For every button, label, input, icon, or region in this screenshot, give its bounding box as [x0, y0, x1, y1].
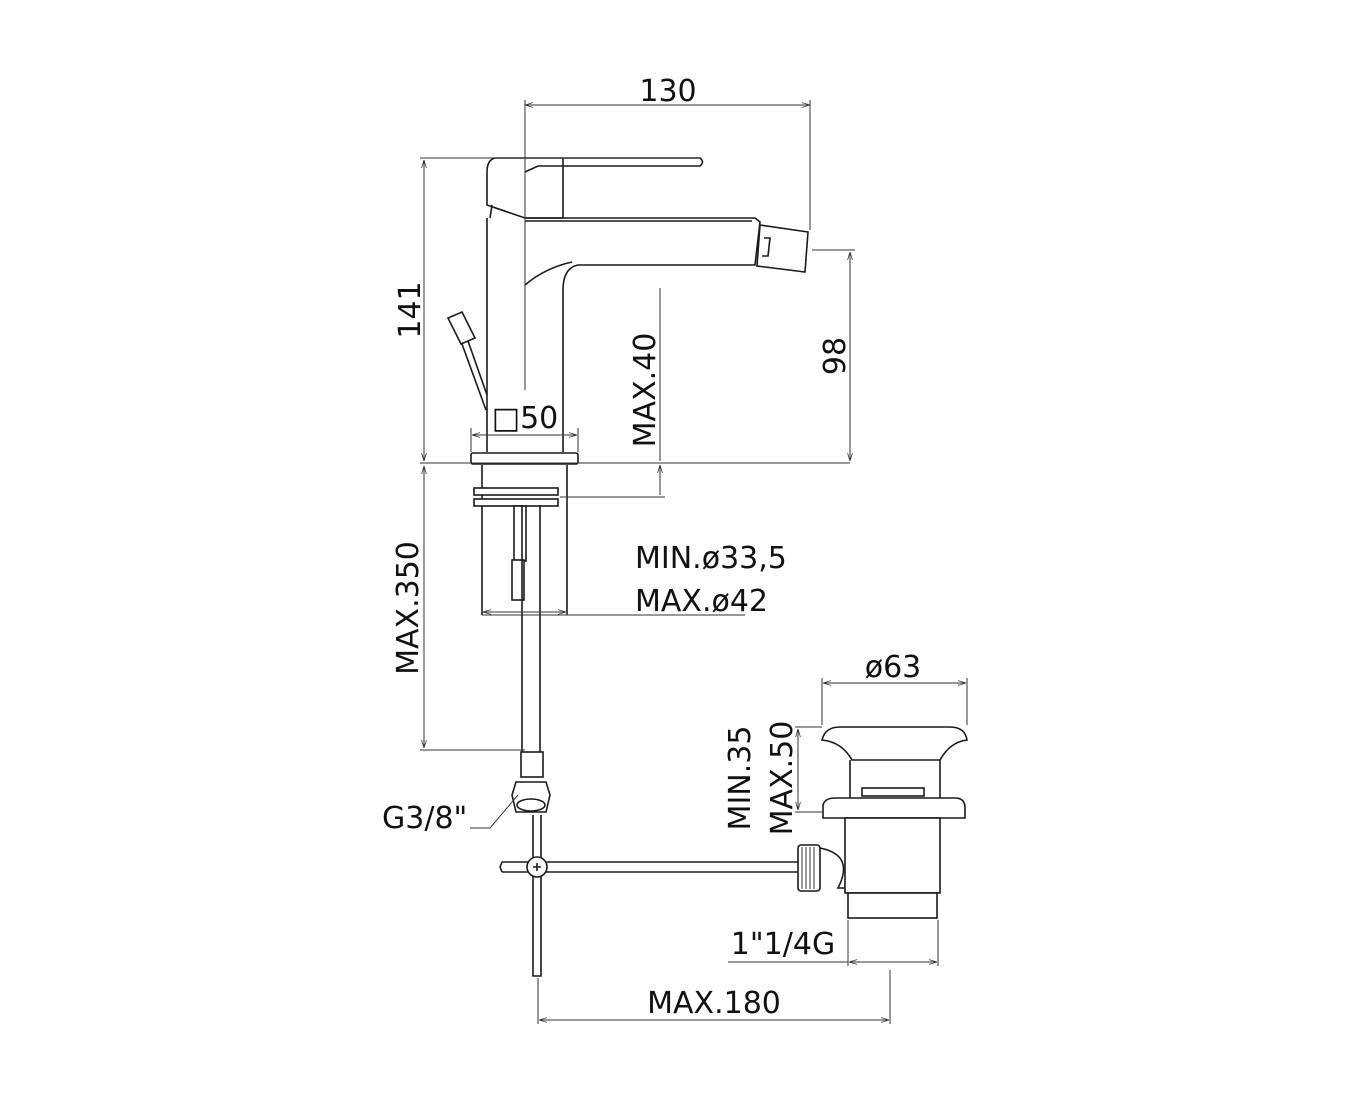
dim-drain-max-label: MAX.50: [765, 721, 800, 836]
dim-hole-min-label: MIN.ø33,5: [635, 541, 787, 576]
dimension-lines: [420, 100, 968, 1024]
mounting-shank: [473, 465, 568, 813]
dim-hose-label: MAX.350: [391, 541, 426, 675]
dim-drain-thread-label: 1"1/4G: [731, 927, 835, 962]
dim-height-label: 141: [393, 281, 428, 338]
dim-rod-length-label: MAX.180: [647, 986, 781, 1021]
hose-connection-label: G3/8": [382, 801, 467, 836]
dim-width-label: 130: [639, 74, 696, 109]
pop-up-rod: [499, 815, 821, 977]
dim-hole-max-label: MAX.ø42: [635, 584, 768, 619]
pop-up-drain: [819, 726, 968, 919]
dim-deck-label: MAX.40: [628, 333, 663, 448]
mixer-body: [446, 157, 809, 465]
dim-drain-diameter-label: ø63: [865, 650, 922, 685]
dim-drain-min-label: MIN.35: [723, 726, 758, 831]
dim-base-label: □50: [492, 401, 559, 436]
dim-spout-height-label: 98: [818, 337, 853, 375]
